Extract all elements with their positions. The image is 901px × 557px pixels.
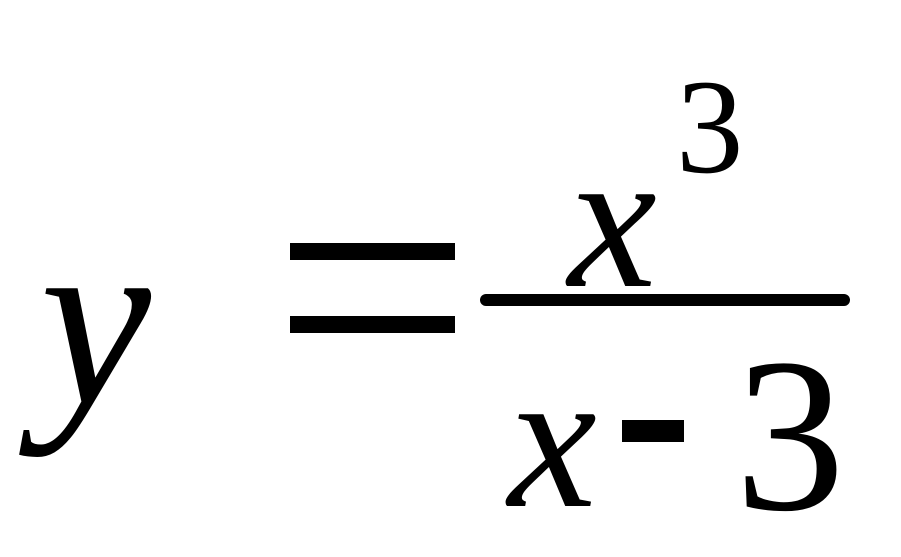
- denominator-minus-sign: [622, 420, 684, 442]
- equals-sign-bottom-bar: [290, 316, 455, 333]
- formula-lhs-variable: y: [40, 181, 151, 458]
- denominator-variable: x: [508, 329, 597, 550]
- equals-sign-top-bar: [290, 243, 455, 260]
- denominator-constant: 3: [735, 313, 845, 557]
- fraction-bar: [480, 294, 850, 306]
- equals-sign: [290, 243, 455, 333]
- numerator-exponent: 3: [676, 53, 744, 202]
- numerator-base-variable: x: [568, 109, 657, 330]
